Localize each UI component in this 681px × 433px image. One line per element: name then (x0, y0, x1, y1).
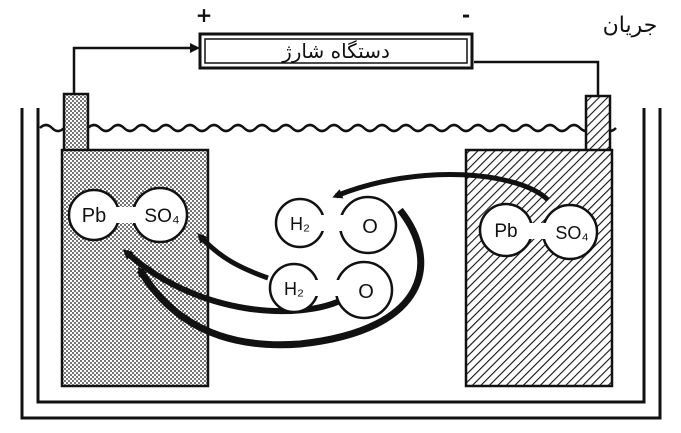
water1-h-label: H₂ (290, 214, 310, 234)
water-molecule-1 (274, 195, 398, 255)
minus-sign: - (462, 3, 470, 27)
right-pb-label: Pb (494, 221, 517, 242)
right-pbso4-molecule (478, 202, 599, 261)
right-so4-label: SO₄ (555, 223, 588, 243)
left-electrode (60, 92, 210, 388)
right-electrode (464, 94, 614, 388)
battery-container (20, 108, 662, 420)
plus-sign: + (196, 3, 213, 27)
reaction-arrows (123, 171, 550, 349)
left-pb-label: Pb (82, 205, 106, 227)
water-molecule-2 (268, 260, 394, 320)
water2-o-label: O (358, 281, 374, 303)
charger-box (198, 32, 474, 70)
external-circuit (72, 43, 600, 96)
electrolyte-surface (39, 123, 617, 133)
left-so4-label: SO₄ (144, 206, 179, 227)
charger-label: دستگاه شارژ (281, 39, 390, 63)
current-label: جریان (603, 13, 658, 38)
left-pbso4-molecule (67, 186, 189, 244)
water1-o-label: O (362, 216, 378, 238)
water2-h-label: H₂ (284, 279, 304, 299)
